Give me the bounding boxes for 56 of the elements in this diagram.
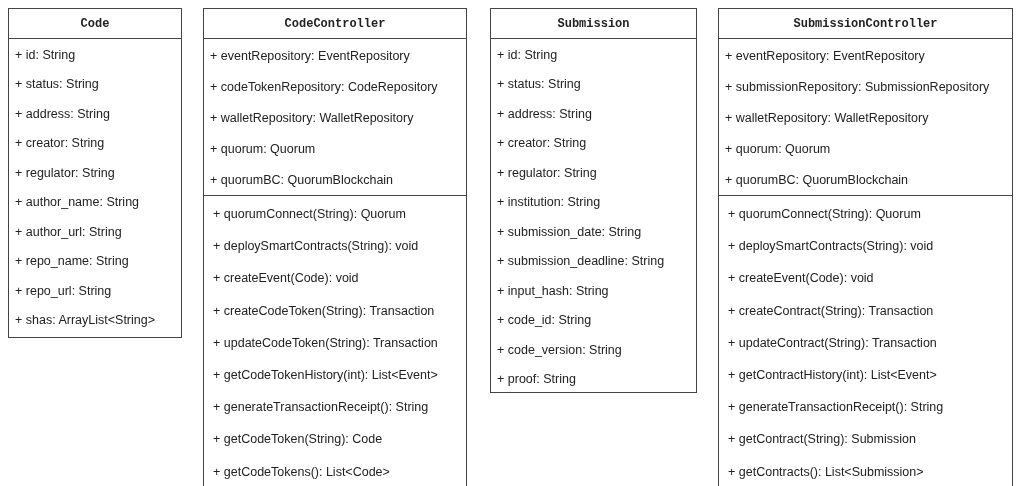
attribute-text: + quorumBC: QuorumBlockchain: [724, 172, 909, 187]
method-text: + deploySmartContracts(String): void: [212, 239, 419, 254]
attribute-text: + author_name: String: [14, 195, 140, 210]
method-text: + getContract(String): Submission: [727, 432, 916, 447]
attribute-text: + submission_date: String: [496, 224, 642, 239]
method-text: + generateTransactionReceipt(): String: [727, 400, 944, 415]
attribute-text: + status: String: [496, 77, 581, 92]
attribute-text: + author_url: String: [14, 224, 122, 239]
method-text: + generateTransactionReceipt(): String: [212, 400, 429, 415]
attribute-text: + quorum: Quorum: [724, 141, 831, 156]
attribute-text: + walletRepository: WalletRepository: [209, 110, 414, 125]
attribute-text: + proof: String: [496, 372, 576, 387]
attribute-text: + eventRepository: EventRepository: [209, 48, 410, 63]
class-name: Submission: [557, 16, 630, 31]
method-text: + getCodeTokenHistory(int): List<Event>: [212, 368, 438, 383]
attribute-text: + quorumBC: QuorumBlockchain: [209, 172, 394, 187]
attribute-text: + quorum: Quorum: [209, 141, 316, 156]
attribute-text: + creator: String: [496, 136, 587, 151]
attribute-text: + code_id: String: [496, 313, 592, 328]
class-name: SubmissionController: [793, 16, 938, 31]
attribute-text: + address: String: [496, 106, 592, 121]
attribute-text: + address: String: [14, 106, 110, 121]
method-text: + quorumConnect(String): Quorum: [212, 207, 406, 222]
attribute-text: + code_version: String: [496, 342, 622, 357]
class-box: [718, 8, 1013, 486]
attribute-text: + institution: String: [496, 195, 601, 210]
method-text: + quorumConnect(String): Quorum: [727, 207, 921, 222]
attribute-text: + codeTokenRepository: CodeRepository: [209, 79, 438, 94]
method-text: + updateContract(String): Transaction: [727, 335, 937, 350]
class-name: Code: [80, 16, 110, 31]
method-text: + getContractHistory(int): List<Event>: [727, 368, 937, 383]
class-name: CodeController: [284, 16, 386, 31]
method-text: + getCodeTokens(): List<Code>: [212, 464, 390, 479]
method-text: + createCodeToken(String): Transaction: [212, 303, 435, 318]
method-text: + getCodeToken(String): Code: [212, 432, 383, 447]
attribute-text: + shas: ArrayList<String>: [14, 313, 155, 328]
attribute-text: + creator: String: [14, 136, 105, 151]
attribute-text: + id: String: [14, 47, 76, 62]
attribute-text: + id: String: [496, 47, 558, 62]
attribute-text: + submission_deadline: String: [496, 254, 665, 269]
attribute-text: + input_hash: String: [496, 283, 609, 298]
method-text: + createEvent(Code): void: [212, 271, 359, 286]
attribute-text: + eventRepository: EventRepository: [724, 48, 925, 63]
method-text: + createEvent(Code): void: [727, 271, 874, 286]
attribute-text: + regulator: String: [14, 165, 115, 180]
attribute-text: + status: String: [14, 77, 99, 92]
attribute-text: + repo_url: String: [14, 283, 112, 298]
class-box: [203, 8, 467, 486]
attribute-text: + submissionRepository: SubmissionRepository: [724, 79, 990, 94]
method-text: + getContracts(): List<Submission>: [727, 464, 924, 479]
method-text: + deploySmartContracts(String): void: [727, 239, 934, 254]
attribute-text: + walletRepository: WalletRepository: [724, 110, 929, 125]
method-text: + createContract(String): Transaction: [727, 303, 934, 318]
attribute-text: + regulator: String: [496, 165, 597, 180]
attribute-text: + repo_name: String: [14, 254, 129, 269]
method-text: + updateCodeToken(String): Transaction: [212, 335, 438, 350]
